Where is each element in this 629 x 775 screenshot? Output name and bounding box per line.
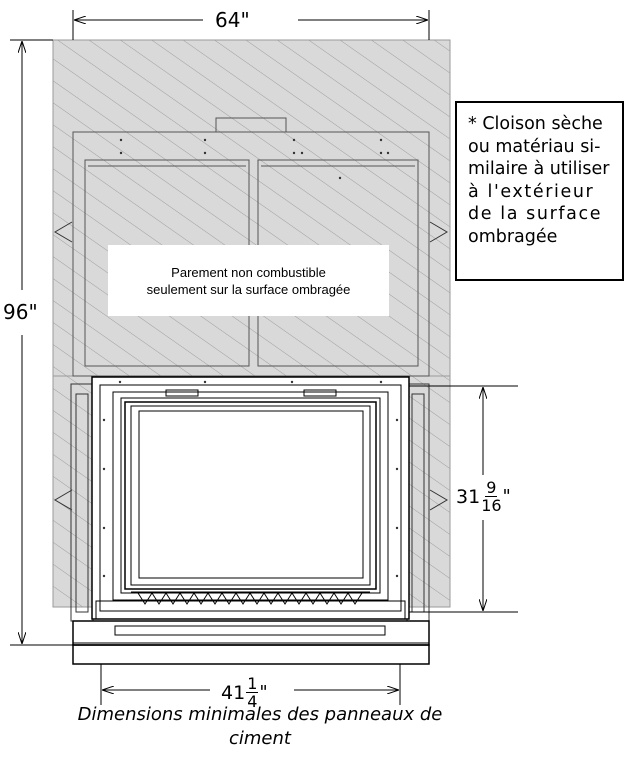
screw-holes (119, 138, 390, 180)
fireplace-grate (131, 591, 370, 605)
dimension-height-line (10, 39, 73, 646)
dimension-height-label: 96" (3, 300, 38, 324)
facing-label-line-2: seulement sur la surface ombragée (146, 281, 351, 297)
opening-height-fraction: 9 16 (481, 479, 501, 514)
note-line-6: ombragée (468, 226, 558, 247)
dimension-opening-height-line (409, 385, 518, 613)
opening-height-unit: " (502, 486, 511, 507)
base-hearth (72, 620, 430, 665)
opening-width-whole: 41 (221, 681, 246, 704)
dimension-opening-width-line (100, 664, 401, 705)
opening-height-whole: 31 (456, 485, 481, 508)
opening-width-fraction: 1 4 (246, 674, 259, 711)
firebox (91, 376, 410, 620)
note-line-5: de la surface (468, 204, 603, 224)
dimension-width-label: 64" (215, 8, 250, 32)
non-combustible-facing-label: Parement non combustible seulement sur l… (108, 245, 389, 316)
side-markers (54, 221, 448, 511)
caption-line-1: Dimensions minimales des panneaux de (77, 704, 443, 725)
firebox-screws (102, 380, 399, 578)
note-line-4: à l'extérieur (468, 181, 595, 202)
drywall-note-box: * Cloison sèche ou matériau si- milaire … (455, 101, 624, 281)
note-line-2: ou matériau si- (468, 136, 601, 157)
note-line-1: * Cloison sèche (468, 114, 603, 134)
facing-label-line-1: Parement non combustible (171, 264, 326, 280)
opening-height-denominator: 16 (481, 496, 502, 515)
opening-height-numerator: 9 (485, 478, 498, 497)
caption-line-2: ciment (229, 728, 291, 749)
dimension-width-line (72, 10, 430, 40)
opening-width-unit: " (259, 682, 268, 703)
opening-width-numerator: 1 (246, 674, 259, 693)
dimension-opening-width-label: 41 1 4 " (221, 675, 268, 710)
opening-width-denominator: 4 (247, 692, 258, 711)
dimension-opening-height-label: 31 9 16 " (456, 479, 511, 514)
note-line-3: milaire à utiliser (468, 159, 610, 179)
diagram-caption: Dimensions minimales des panneaux de cim… (60, 703, 460, 751)
